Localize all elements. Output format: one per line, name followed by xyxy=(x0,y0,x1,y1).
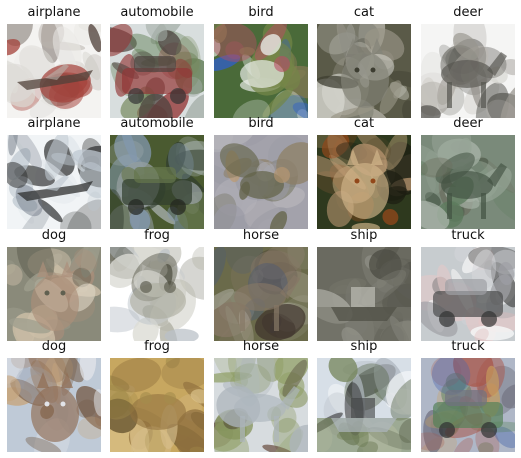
grid-cell: truck xyxy=(421,228,515,341)
sample-image xyxy=(317,358,411,452)
grid-cell: automobile xyxy=(110,116,204,229)
grid-cell: dog xyxy=(7,339,101,452)
cell-label: horse xyxy=(242,339,280,354)
sample-image xyxy=(421,358,515,452)
sample-image xyxy=(317,135,411,229)
cell-label: frog xyxy=(144,339,170,354)
sample-image xyxy=(214,358,308,452)
cell-label: truck xyxy=(451,339,485,354)
grid-cell: ship xyxy=(317,339,411,452)
sample-image xyxy=(317,247,411,341)
cell-label: automobile xyxy=(120,5,194,20)
sample-image xyxy=(110,24,204,118)
cell-label: ship xyxy=(350,228,378,243)
cell-label: cat xyxy=(353,5,375,20)
grid-cell: horse xyxy=(214,339,308,452)
grid-cell: deer xyxy=(421,116,515,229)
sample-image xyxy=(421,247,515,341)
sample-image xyxy=(110,135,204,229)
sample-image xyxy=(110,358,204,452)
sample-image xyxy=(421,135,515,229)
grid-cell: frog xyxy=(110,228,204,341)
cell-label: deer xyxy=(453,5,483,20)
cell-label: horse xyxy=(242,228,280,243)
grid-cell: truck xyxy=(421,339,515,452)
sample-image xyxy=(421,24,515,118)
grid-cell: automobile xyxy=(110,5,204,118)
grid-cell: ship xyxy=(317,228,411,341)
sample-image xyxy=(214,24,308,118)
sample-image xyxy=(110,247,204,341)
sample-image xyxy=(7,135,101,229)
grid-cell: bird xyxy=(214,116,308,229)
grid-cell: cat xyxy=(317,116,411,229)
grid-cell: bird xyxy=(214,5,308,118)
grid-cell: airplane xyxy=(7,5,101,118)
sample-image xyxy=(7,247,101,341)
cell-label: ship xyxy=(350,339,378,354)
cell-label: automobile xyxy=(120,116,194,131)
cell-label: airplane xyxy=(27,5,81,20)
grid-cell: airplane xyxy=(7,116,101,229)
cell-label: deer xyxy=(453,116,483,131)
sample-image xyxy=(214,135,308,229)
sample-image xyxy=(317,24,411,118)
cell-label: bird xyxy=(248,5,274,20)
cell-label: cat xyxy=(353,116,375,131)
cell-label: bird xyxy=(248,116,274,131)
cell-label: dog xyxy=(41,228,67,243)
grid-cell: frog xyxy=(110,339,204,452)
grid-cell: deer xyxy=(421,5,515,118)
cell-label: airplane xyxy=(27,116,81,131)
cell-label: dog xyxy=(41,339,67,354)
sample-image xyxy=(214,247,308,341)
cell-label: frog xyxy=(144,228,170,243)
sample-image xyxy=(7,24,101,118)
cell-label: truck xyxy=(451,228,485,243)
grid-cell: horse xyxy=(214,228,308,341)
grid-cell: dog xyxy=(7,228,101,341)
sample-image xyxy=(7,358,101,452)
grid-cell: cat xyxy=(317,5,411,118)
